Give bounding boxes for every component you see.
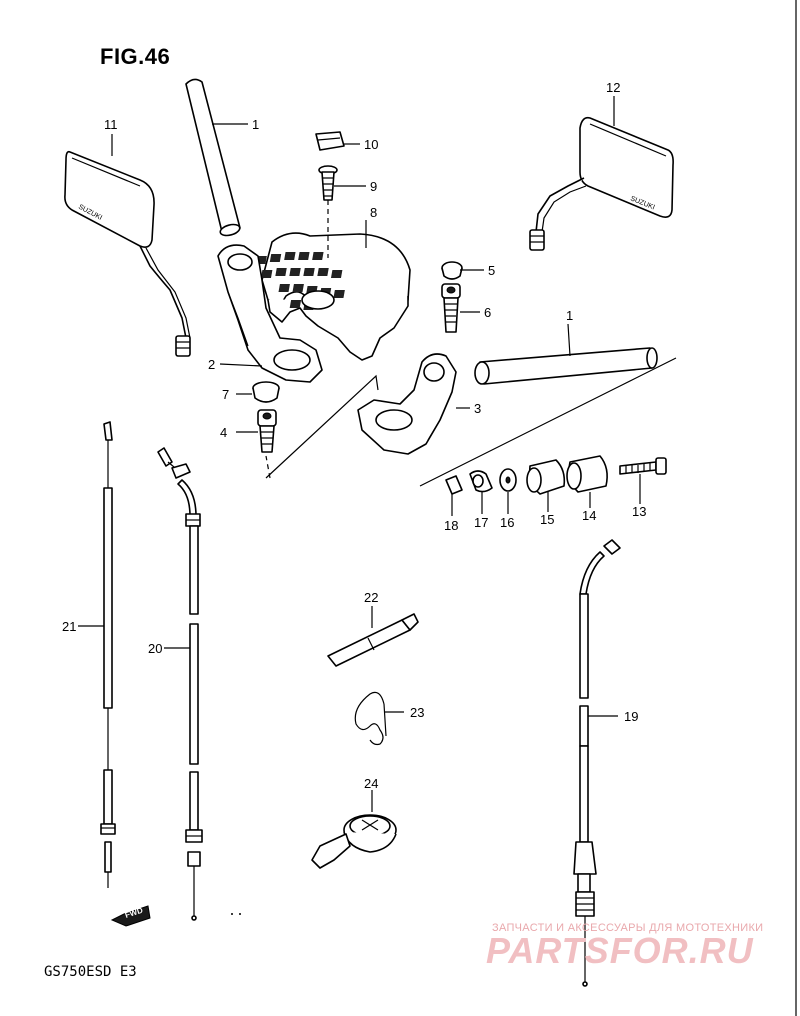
callout-15: 15 xyxy=(540,512,554,527)
cable-19 xyxy=(573,539,621,987)
screw-13 xyxy=(619,457,667,475)
handlebar-holder-left xyxy=(217,244,323,383)
right-mirror: SUZUKI xyxy=(529,116,674,251)
watermark-text: ЗАПЧАСТИ И АКСЕССУАРЫ ДЛЯ МОТОТЕХНИКИ xyxy=(492,922,764,934)
callout-9: 9 xyxy=(370,179,377,194)
callout-24: 24 xyxy=(364,776,378,791)
callout-4: 4 xyxy=(220,425,227,440)
handlebar-left xyxy=(185,78,241,237)
callout-19: 19 xyxy=(624,709,638,724)
callout-17: 17 xyxy=(474,515,488,530)
callout-20: 20 xyxy=(148,641,162,656)
callout-13: 13 xyxy=(632,504,646,519)
callout-16: 16 xyxy=(500,515,514,530)
clamp-23 xyxy=(354,691,387,746)
watermark-logo: PARTSFOR.RU xyxy=(486,930,754,971)
callout-1b: 1 xyxy=(566,308,573,323)
handlebar-right xyxy=(474,347,658,385)
callout-22: 22 xyxy=(364,590,378,605)
bolt-6 xyxy=(441,283,461,333)
bolt-9 xyxy=(318,165,338,201)
figure-title: FIG.46 xyxy=(100,44,171,69)
callout-6: 6 xyxy=(484,305,491,320)
callout-2: 2 xyxy=(208,357,215,372)
model-code: GS750ESD E3 xyxy=(44,964,137,980)
weight-14 xyxy=(566,455,608,493)
weight-15 xyxy=(526,459,566,495)
left-mirror: SUZUKI xyxy=(64,150,191,357)
callout-21: 21 xyxy=(62,619,76,634)
bolt-4 xyxy=(257,409,277,453)
callout-11: 11 xyxy=(104,117,118,132)
top-plate xyxy=(241,200,411,361)
callout-7: 7 xyxy=(222,387,229,402)
callout-3: 3 xyxy=(474,401,481,416)
callout-5: 5 xyxy=(488,263,495,278)
switch-24 xyxy=(311,814,397,869)
callout-8: 8 xyxy=(370,205,377,220)
washer-16 xyxy=(499,468,517,492)
bar-end-18 xyxy=(445,475,463,495)
cap-5 xyxy=(441,261,463,280)
callout-23: 23 xyxy=(410,705,424,720)
callout-14: 14 xyxy=(582,508,596,523)
fwd-arrow: FWD xyxy=(110,905,151,927)
callout-18: 18 xyxy=(444,518,458,533)
cap-10 xyxy=(315,131,345,151)
handlebar-holder-right xyxy=(357,353,457,455)
callout-12: 12 xyxy=(606,80,620,95)
strap-22 xyxy=(327,613,419,667)
callout-10: 10 xyxy=(364,137,378,152)
cap-7 xyxy=(252,381,280,403)
callout-1a: 1 xyxy=(252,117,259,132)
cable-20 xyxy=(157,447,203,921)
collar-17 xyxy=(469,470,493,493)
cable-21 xyxy=(100,421,116,888)
